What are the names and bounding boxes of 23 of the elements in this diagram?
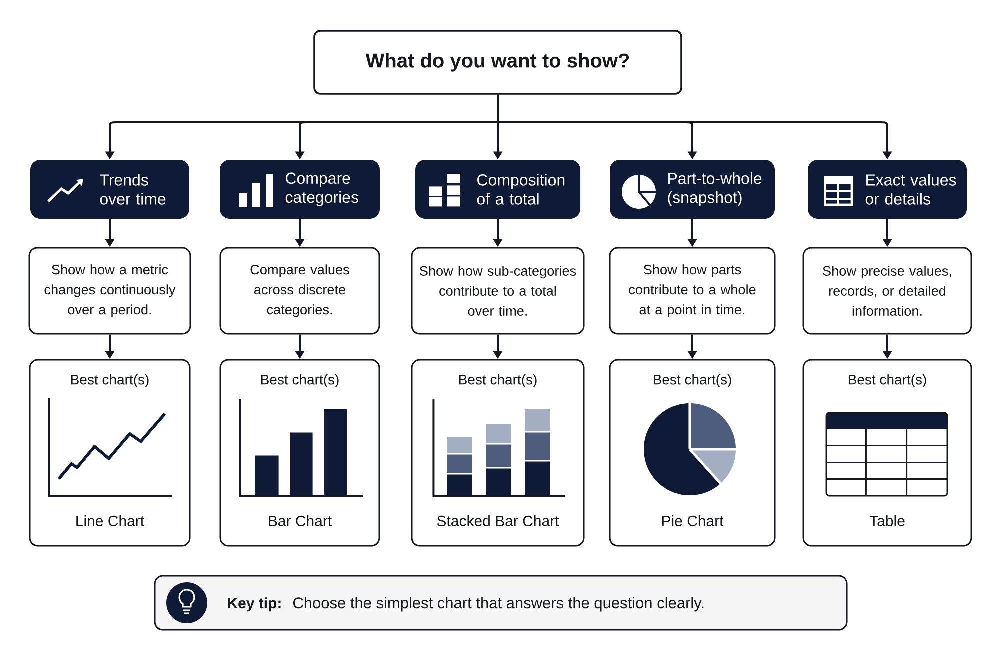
- description-box: Show precise values, records, or detailed information.: [802, 247, 972, 335]
- category-box: Trends over time: [30, 160, 190, 219]
- question-box: What do you want to show?: [314, 30, 682, 95]
- tip-label: Key tip:: [228, 598, 281, 612]
- chart-type-label: Line Chart: [76, 516, 144, 526]
- card-heading: Best chart(s): [654, 374, 732, 388]
- card-heading: Best chart(s): [848, 374, 926, 388]
- card-heading: Best chart(s): [459, 374, 537, 388]
- chart-type-label: Bar Chart: [269, 516, 332, 526]
- category-box: Composition of a total: [416, 160, 580, 219]
- category-box: Part-to-whole (snapshot): [610, 160, 775, 219]
- chart-type-label: Table: [870, 516, 905, 526]
- chart-type-label: Pie Chart: [662, 516, 724, 526]
- chart-type-label: Stacked Bar Chart: [437, 516, 560, 526]
- category-box: Compare categories: [220, 160, 380, 219]
- description-box: Show how sub-categories contribute to a total over time.: [411, 247, 585, 335]
- tip-text: Choose the simplest chart that answers the question clearly.: [294, 597, 704, 612]
- description-box: Compare values across discrete categories.: [220, 247, 380, 335]
- category-box: Exact values or details: [808, 160, 968, 219]
- card-heading: Best chart(s): [71, 374, 149, 388]
- card-heading: Best chart(s): [261, 374, 339, 388]
- description-box: Show how a metric changes continuously over a period.: [28, 247, 192, 335]
- description-box: Show how parts contribute to a whole at a point in time.: [609, 247, 776, 335]
